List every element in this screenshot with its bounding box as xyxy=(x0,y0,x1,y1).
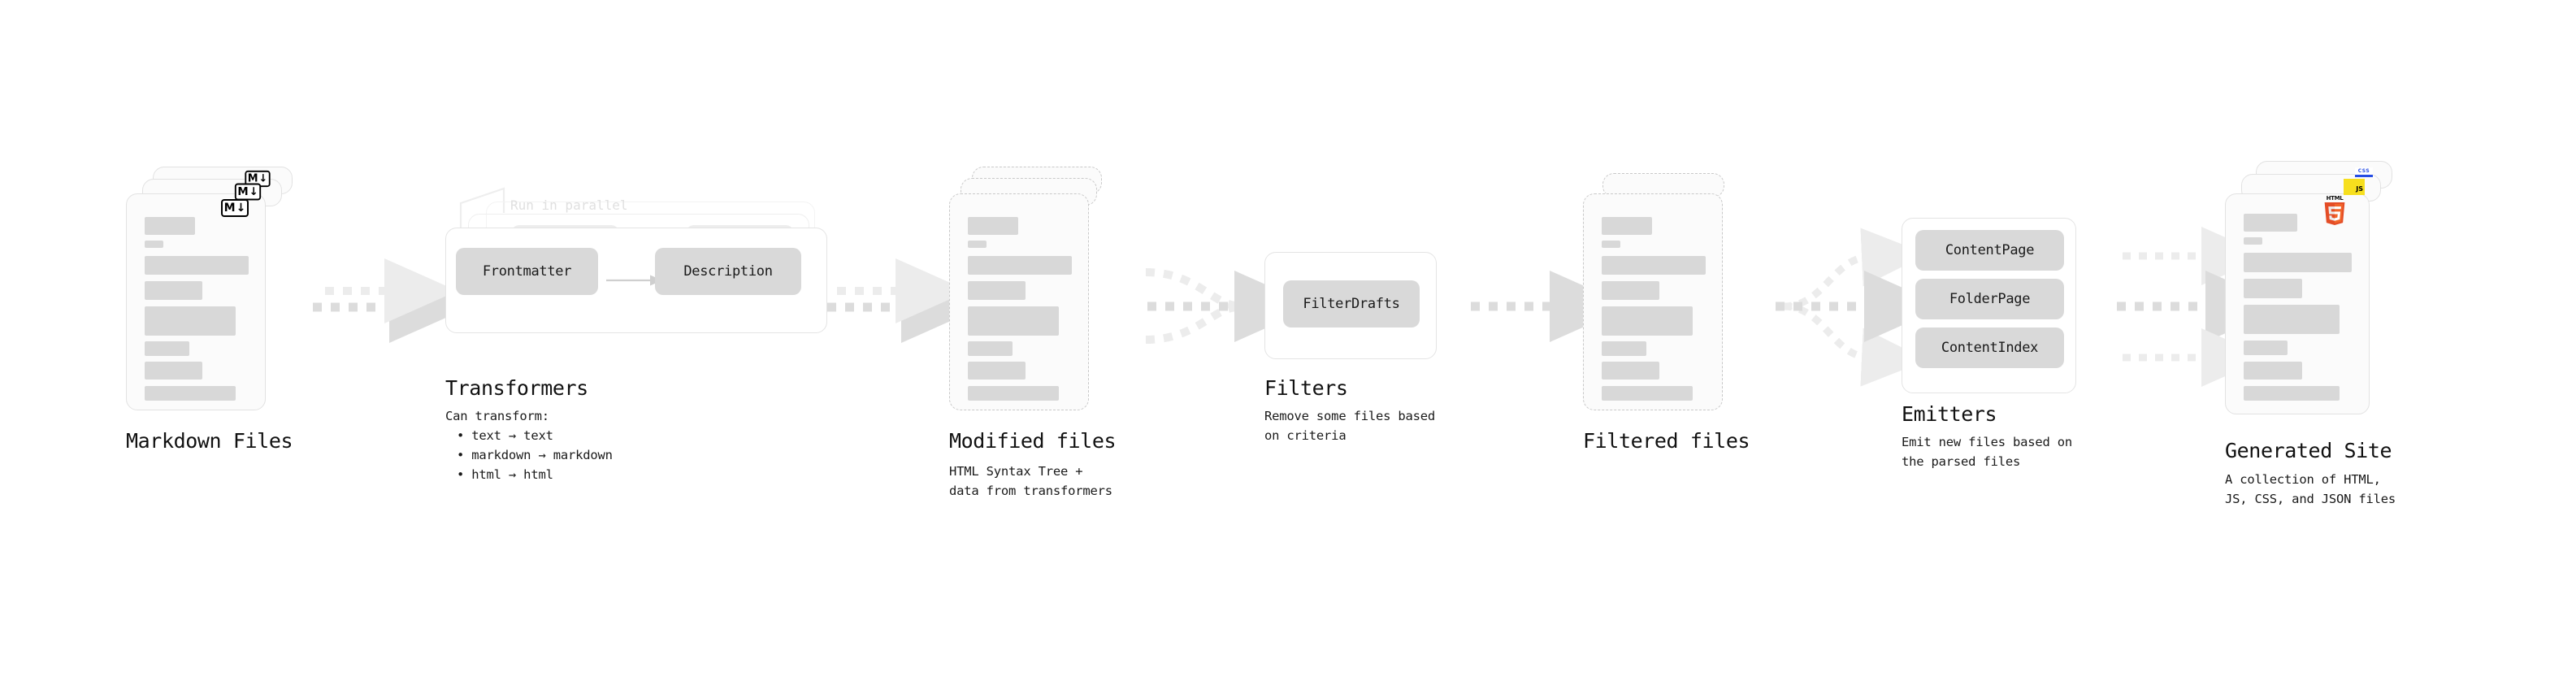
skeleton-bar xyxy=(1602,241,1620,248)
skeleton-bar xyxy=(145,341,189,356)
doc-card-front xyxy=(126,193,266,410)
md-badge-letter: M xyxy=(237,185,249,198)
skeleton-bar xyxy=(968,217,1018,235)
arrow-emitters-to-site xyxy=(2117,227,2286,387)
stage-filters: FilterDrafts xyxy=(1264,252,1437,359)
stage-transformers: Frontmatter Description xyxy=(445,202,835,364)
arrow-markdown-to-transformers xyxy=(313,258,470,343)
md-badge-letter: M xyxy=(247,172,258,185)
transformer-inner-arrows xyxy=(606,275,663,286)
doc-card-front xyxy=(2225,193,2370,414)
label-generated-site: Generated Site xyxy=(2225,439,2392,462)
transform-lead: Can transform: xyxy=(445,409,549,423)
transform-bullet: • markdown → markdown xyxy=(457,448,613,463)
skeleton-bar xyxy=(968,256,1072,275)
pill-folderpage[interactable]: FolderPage xyxy=(1915,279,2064,319)
stage-markdown-files: M↓ M↓ M↓ xyxy=(126,167,301,410)
stage-filtered-files xyxy=(1583,167,1758,410)
transform-bullet: • html → html xyxy=(457,467,553,483)
skeleton-bar xyxy=(2244,362,2302,380)
skeleton-bar xyxy=(1602,362,1659,380)
pill-contentindex[interactable]: ContentIndex xyxy=(1915,327,2064,368)
skeleton-bar xyxy=(968,281,1026,300)
emitters-description: Emit new files based on the parsed files xyxy=(1902,435,2073,470)
label-run-in-parallel: Run in parallel xyxy=(510,197,628,213)
arrow-modified-to-filters xyxy=(1145,268,1315,344)
label-filtered-files: Filtered files xyxy=(1583,429,1750,453)
html5-badge: HTML xyxy=(2322,195,2347,225)
transformer-card-front[interactable]: Frontmatter Description xyxy=(445,228,827,333)
js-badge: JS xyxy=(2344,179,2365,195)
skeleton-bar xyxy=(145,256,249,275)
markdown-badge: M↓ xyxy=(221,199,249,217)
pill-frontmatter[interactable]: Frontmatter xyxy=(456,248,598,295)
markdown-badge-back-2: M↓ xyxy=(245,170,271,188)
arrow-filtered-to-emitters xyxy=(1776,228,1945,387)
emitters-card[interactable]: ContentPage FolderPage ContentIndex xyxy=(1902,218,2076,393)
skeleton-bar xyxy=(2244,386,2340,401)
md-badge-arrow: ↓ xyxy=(258,172,268,185)
markdown-badge-back-1: M↓ xyxy=(234,183,262,201)
skeleton-bar xyxy=(1602,386,1693,401)
doc-card-front xyxy=(949,193,1089,410)
modified-files-description: HTML Syntax Tree + data from transformer… xyxy=(949,464,1112,499)
skeleton-bar xyxy=(1602,256,1706,275)
skeleton-bar xyxy=(2244,253,2352,272)
skeleton-bar xyxy=(145,241,163,248)
md-badge-arrow: ↓ xyxy=(249,185,258,198)
arrow-transformers-to-modified xyxy=(827,258,982,343)
filters-card[interactable]: FilterDrafts xyxy=(1264,252,1437,359)
pill-filterdrafts[interactable]: FilterDrafts xyxy=(1283,280,1420,327)
skeleton-bar xyxy=(2244,237,2262,245)
skeleton-bar xyxy=(1602,306,1693,336)
skeleton-bar xyxy=(145,386,236,401)
skeleton-bar xyxy=(2244,340,2288,355)
label-modified-files: Modified files xyxy=(949,429,1117,453)
html5-wordmark: HTML xyxy=(2326,195,2344,202)
skeleton-bar xyxy=(145,306,236,336)
stage-emitters: ContentPage FolderPage ContentIndex xyxy=(1902,218,2076,393)
skeleton-bar xyxy=(1602,217,1652,235)
skeleton-bar xyxy=(968,306,1059,336)
generated-site-description: A collection of HTML, JS, CSS, and JSON … xyxy=(2225,472,2396,507)
skeleton-bar xyxy=(968,386,1059,401)
skeleton-bar xyxy=(145,281,202,300)
label-emitters: Emitters xyxy=(1902,402,1997,426)
skeleton-bar xyxy=(968,341,1013,356)
stage-modified-files xyxy=(949,167,1124,410)
transform-bullet: • text → text xyxy=(457,428,553,444)
md-badge-letter: M xyxy=(223,202,236,215)
pill-description[interactable]: Description xyxy=(655,248,801,295)
skeleton-bar xyxy=(2244,279,2302,298)
html5-shield xyxy=(2324,202,2345,225)
skeleton-bar xyxy=(2244,214,2297,232)
doc-card-front xyxy=(1583,193,1723,410)
skeleton-bar xyxy=(1602,281,1659,300)
css-badge: CSS xyxy=(2355,167,2373,177)
skeleton-bar xyxy=(145,362,202,380)
transformers-description: Can transform: • text → text • markdown … xyxy=(445,406,613,484)
pill-contentpage[interactable]: ContentPage xyxy=(1915,230,2064,271)
stage-generated-site: CSS JS HTML xyxy=(2225,161,2412,414)
skeleton-bar xyxy=(968,241,987,248)
label-transformers: Transformers xyxy=(445,376,588,400)
label-filters: Filters xyxy=(1264,376,1348,400)
skeleton-bar xyxy=(968,362,1026,380)
filters-description: Remove some files based on criteria xyxy=(1264,409,1436,444)
md-badge-arrow: ↓ xyxy=(236,202,246,215)
skeleton-bar xyxy=(145,217,195,235)
label-markdown-files: Markdown Files xyxy=(126,429,293,453)
skeleton-bar xyxy=(2244,305,2340,334)
skeleton-bar xyxy=(1602,341,1646,356)
